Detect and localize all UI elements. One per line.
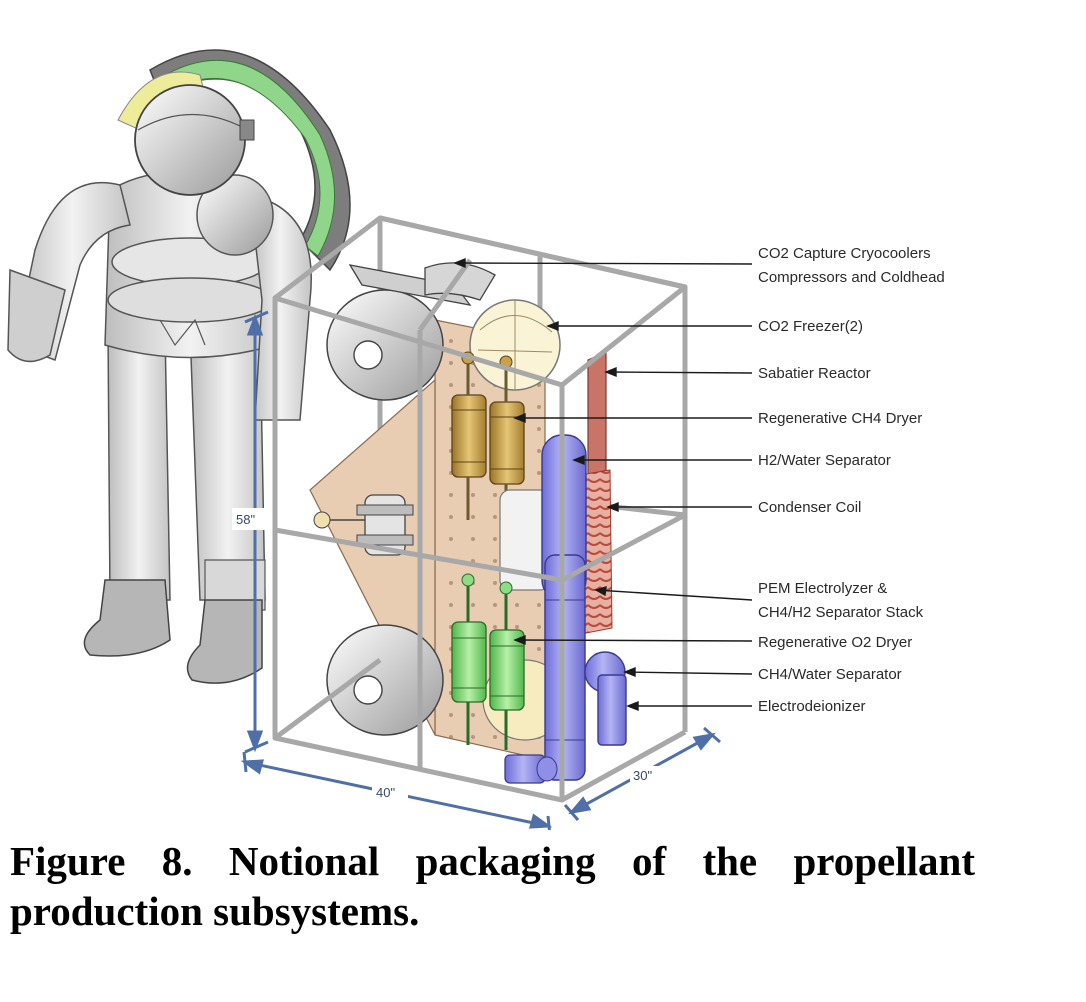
label-h2-water-separator: H2/Water Separator [758,452,891,469]
label-sabatier-reactor: Sabatier Reactor [758,365,871,382]
coldhead-plates [348,264,472,306]
electrodeionizer [597,674,627,746]
pump [504,754,558,784]
leader-lines [453,257,753,712]
suit-helmet [134,84,246,196]
label-pem-electrolyzer: PEM Electrolyzer & CH4/H2 Separator Stac… [758,580,924,621]
component-labels: CO2 Capture Cryocoolers Compressors and … [758,245,945,715]
label-line: CH4/H2 Separator Stack [758,604,924,621]
astronaut-suit-illustration [7,49,351,684]
suit-left-boot [83,579,171,657]
label-condenser-coil: Condenser Coil [758,499,861,516]
label-line: Compressors and Coldhead [758,269,945,286]
figure-caption: Figure 8. Notional packaging of the prop… [10,836,975,936]
propellant-equipment [309,262,627,784]
label-regenerative-o2-dryer: Regenerative O2 Dryer [758,634,912,651]
regenerative-ch4-dryer [451,351,525,525]
cryocooler-compressor-upper [326,289,444,401]
caption-line-2: production subsystems. [10,888,420,934]
propellant-packaging-diagram: 58" 40" 30" CO2 Capture Cryocoolers Comp… [7,49,945,830]
label-co2-capture-cryocoolers: CO2 Capture Cryocoolers Compressors and … [758,245,945,286]
label-regenerative-ch4-dryer: Regenerative CH4 Dryer [758,410,922,427]
label-electrodeionizer: Electrodeionizer [758,698,866,715]
width-dimension-label: 40" [376,785,395,800]
dimension-lines [240,310,721,830]
cryocooler-compressor-lower [326,624,444,736]
suit-left-leg [107,329,171,601]
label-ch4-water-separator: CH4/Water Separator [758,666,902,683]
sabatier-reactor [587,351,607,479]
caption-line-1: Figure 8. Notional packaging of the prop… [10,838,975,884]
co2-freezer [469,299,561,391]
depth-dimension-label: 30" [633,768,652,783]
label-co2-freezer: CO2 Freezer(2) [758,318,863,335]
label-line: CO2 Capture Cryocoolers [758,245,931,262]
label-line: PEM Electrolyzer & [758,580,887,597]
suit-right-boot [186,599,263,684]
valve-assembly [313,494,414,556]
pem-electrolyzer-stack [544,554,586,781]
height-dimension-label: 58" [236,512,255,527]
regenerative-o2-dryer [451,573,525,750]
frame-front [272,215,688,803]
